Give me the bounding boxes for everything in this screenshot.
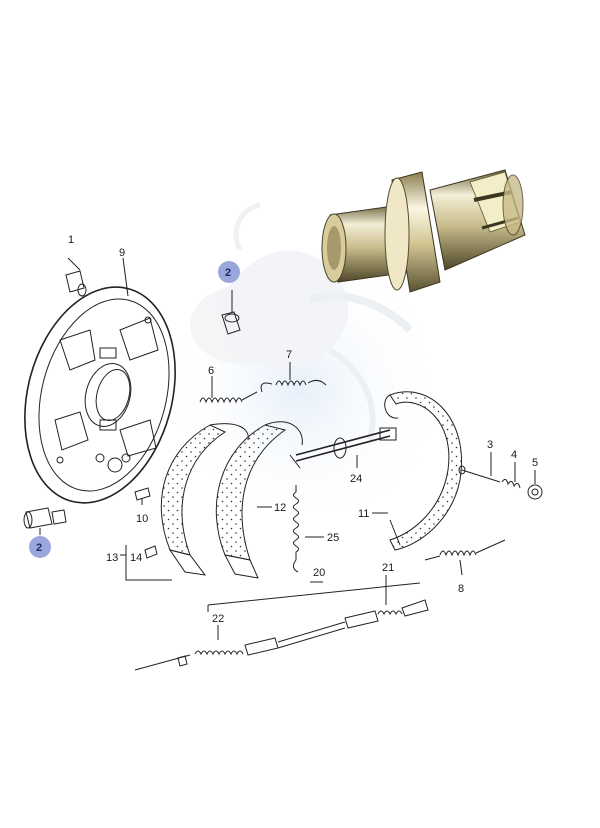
- leader-lines: [39, 257, 536, 640]
- callout-4: 4: [511, 449, 517, 461]
- part-14-bolt: [144, 545, 158, 559]
- part-3-pin: [458, 465, 501, 483]
- callout-9: 9: [119, 247, 125, 259]
- part-5-cap: [527, 484, 543, 500]
- backing-plate: [24, 286, 176, 504]
- part-24-strut: [289, 427, 397, 469]
- callout-5: 5: [532, 457, 538, 469]
- adjuster-part-photo: [321, 169, 526, 293]
- callout-25: 25: [327, 532, 339, 544]
- brake-shoe-11: [384, 391, 462, 551]
- callout-6: 6: [208, 365, 214, 377]
- part-1-bleed-cap: [65, 270, 87, 297]
- part-2-adjuster-upper: [221, 311, 241, 335]
- part-2-adjuster-lower: [23, 507, 67, 529]
- callout-24: 24: [350, 473, 362, 485]
- callout-21: 21: [382, 562, 394, 574]
- callout-10: 10: [136, 513, 148, 525]
- brake-shoe-12: [215, 421, 303, 579]
- callout-2-upper: 2: [225, 267, 231, 279]
- part-10-bolt: [134, 487, 151, 501]
- callout-badge-2-lower: [29, 536, 51, 558]
- part-6-spring: [199, 391, 258, 404]
- callout-1: 1: [68, 234, 74, 246]
- callout-3: 3: [487, 439, 493, 451]
- part-25-spring: [292, 485, 299, 573]
- handbrake-cable: [134, 599, 429, 671]
- callout-13: 13: [106, 552, 118, 564]
- callout-12: 12: [274, 502, 286, 514]
- callout-badge-2-upper: [218, 261, 240, 283]
- callout-11: 11: [358, 508, 369, 520]
- part-4-spring: [501, 478, 521, 489]
- callout-22: 22: [212, 613, 224, 625]
- callout-7: 7: [286, 349, 292, 361]
- callout-8: 8: [458, 583, 464, 595]
- part-7-spring: [260, 379, 327, 393]
- callout-2-lower: 2: [36, 542, 42, 554]
- callout-14: 14: [130, 552, 142, 564]
- callout-20: 20: [313, 567, 325, 579]
- part-8-spring: [424, 539, 506, 561]
